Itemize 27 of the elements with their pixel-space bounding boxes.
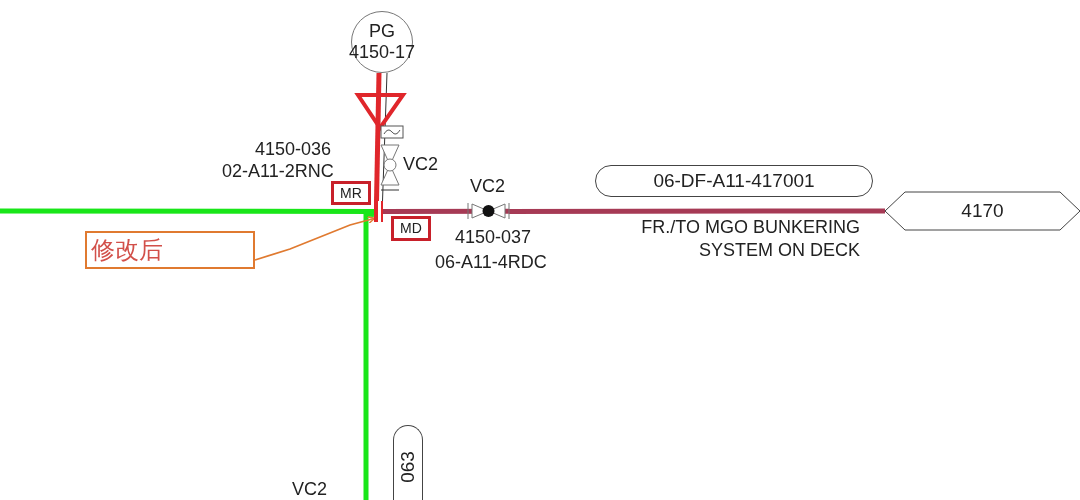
pipe-label: 02-A11-2RNC bbox=[222, 160, 334, 183]
leader-arrow bbox=[254, 216, 376, 261]
node-text: 4150-17 bbox=[348, 42, 416, 63]
node-text: MR bbox=[340, 184, 362, 202]
note-box bbox=[85, 231, 255, 269]
node-text: 06-DF-A11-417001 bbox=[653, 170, 815, 192]
line-number-text: 063 bbox=[397, 451, 419, 483]
pipe-line bbox=[374, 72, 382, 202]
flange-junction bbox=[374, 201, 383, 222]
pipe-label: 4150-037 bbox=[455, 226, 532, 249]
pipe-label: FR./TO MGO BUNKERING SYSTEM ON DECK bbox=[640, 216, 860, 261]
node-text: 4170 bbox=[961, 200, 1004, 222]
pipe-label: 4150-036 bbox=[255, 138, 332, 161]
tag-box bbox=[331, 181, 371, 205]
node-text: MD bbox=[400, 220, 422, 237]
pipe-line bbox=[383, 208, 885, 214]
pipe-line bbox=[0, 208, 374, 214]
pipe-label: VC2 bbox=[292, 478, 327, 500]
tag-box bbox=[391, 216, 431, 241]
off-page-connector bbox=[885, 192, 1080, 230]
line-number-tag bbox=[595, 165, 873, 197]
pipe-line bbox=[363, 211, 375, 500]
node-text: 修改后 bbox=[91, 236, 163, 264]
pipe-label: VC2 bbox=[470, 175, 505, 198]
pipe-label: VC2 bbox=[403, 153, 438, 176]
pipe-label: 06-A11-4RDC bbox=[435, 251, 547, 274]
node-text: PG bbox=[369, 21, 395, 42]
